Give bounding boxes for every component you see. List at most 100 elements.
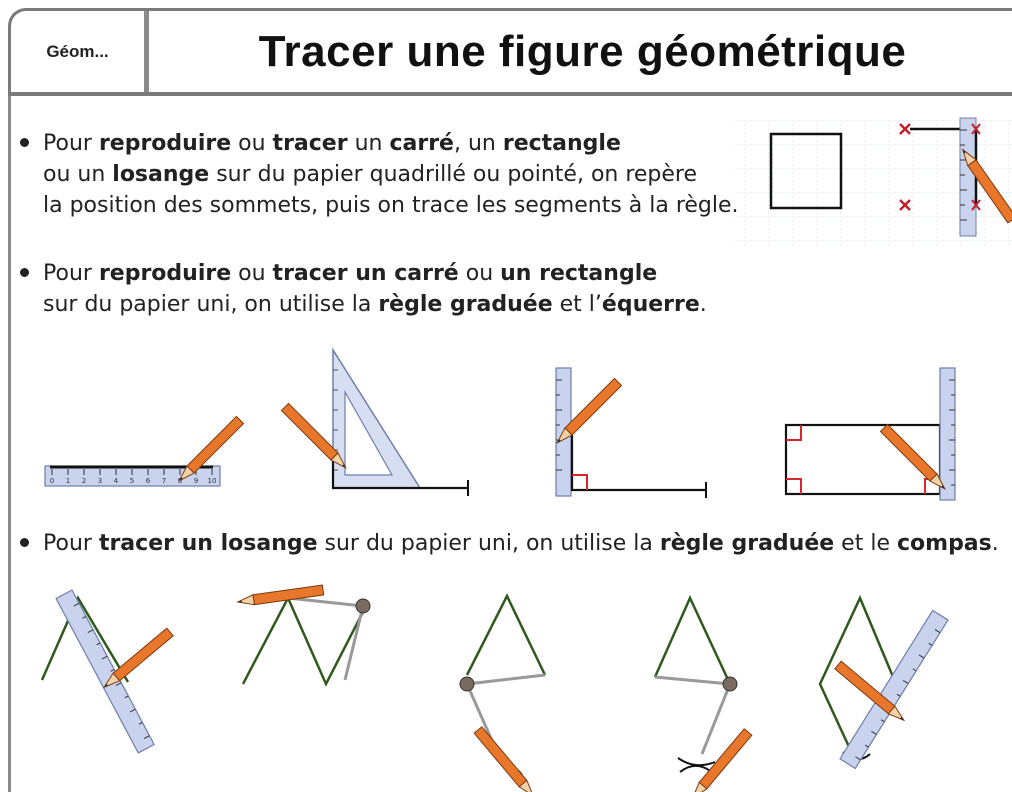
drawn-segment <box>241 595 368 687</box>
text-bold: règle graduée <box>378 292 553 317</box>
cross-mark-icon <box>971 199 981 211</box>
ruler-tick-label: 7 <box>162 477 166 485</box>
text-bold: reproduire <box>98 131 232 156</box>
text-bold: carré <box>389 131 454 156</box>
bullet-line: Pour reproduire ou tracer un carré ou un… <box>20 258 707 289</box>
text-bold: compas <box>896 531 992 556</box>
bullet-dot-icon <box>20 137 29 147</box>
text: . <box>991 531 999 556</box>
rectangle-step <box>784 367 956 501</box>
pencil-icon <box>473 726 538 792</box>
drawn-segment <box>40 595 130 683</box>
ruler-icon <box>839 609 949 770</box>
pencil-icon <box>688 728 753 792</box>
ruler-tick-label: 4 <box>114 477 119 485</box>
text: . <box>699 292 707 317</box>
text: sur du papier uni, on utilise la <box>43 292 379 317</box>
ruler-tick-label: 10 <box>208 477 217 485</box>
ruler-tick-label: 9 <box>194 477 198 485</box>
left-margin-rule <box>8 96 11 792</box>
compass-hinge-icon <box>459 676 475 692</box>
compass-hinge-icon <box>355 598 371 614</box>
compass-hinge-icon <box>722 676 738 692</box>
bullet-plain-paper-square: Pour reproduire ou tracer un carré ou un… <box>20 258 707 320</box>
text: ou <box>231 131 273 156</box>
text: la position des sommets, puis on trace l… <box>43 193 739 218</box>
rhombus-step-1 <box>40 589 174 754</box>
square-shape <box>769 132 843 210</box>
cross-mark-icon <box>899 199 911 211</box>
compass-leg <box>343 605 365 681</box>
text: et le <box>834 531 897 556</box>
compass-leg <box>287 596 364 608</box>
text: Pour <box>43 261 99 286</box>
drawn-segment <box>653 594 732 685</box>
text-bold: tracer un losange <box>98 531 318 556</box>
text: Pour <box>43 131 99 156</box>
ruler-tick-label: 3 <box>98 477 102 485</box>
bullet-rhombus: Pour tracer un losange sur du papier uni… <box>20 528 999 559</box>
cross-mark-icon <box>971 123 981 135</box>
grid-paper-illustration <box>735 117 1012 248</box>
text: sur du papier quadrillé ou pointé, on re… <box>209 162 698 187</box>
set-square-step <box>280 347 469 496</box>
page-title: Tracer une figure géométrique <box>153 11 1012 92</box>
cross-mark-icon <box>899 123 911 135</box>
right-angle-step <box>553 367 707 498</box>
compass-leg <box>700 683 732 755</box>
bullet-line: sur du papier uni, on utilise la règle g… <box>20 289 707 320</box>
bullet-dot-icon <box>20 537 29 547</box>
text-bold: reproduire <box>98 261 232 286</box>
text-bold: losange <box>112 162 210 187</box>
bullet-dot-icon <box>20 267 29 277</box>
right-angle-mark-icon <box>572 474 588 490</box>
text: , un <box>453 131 503 156</box>
text-bold: rectangle <box>502 131 621 156</box>
ruler-tick-label: 6 <box>146 477 151 485</box>
text: ou un <box>43 162 113 187</box>
ruler-icon <box>939 367 956 501</box>
rhombus-step-5 <box>818 594 949 770</box>
text: ou <box>231 261 273 286</box>
ruler-icon <box>959 117 977 237</box>
rhombus-step-2 <box>236 584 371 687</box>
bullet-paper-grid: Pour reproduire ou tracer un carré, un r… <box>20 128 739 221</box>
pencil-icon <box>236 584 325 608</box>
ruler-tick-label: 8 <box>178 477 182 485</box>
text-bold: tracer <box>272 131 348 156</box>
rhombus-step-3 <box>459 593 547 792</box>
section-tab[interactable]: Géom... <box>11 11 149 92</box>
text: et l’ <box>552 292 602 317</box>
bullet-line: ou un losange sur du papier quadrillé ou… <box>20 159 739 190</box>
text: un <box>347 131 390 156</box>
rhombus-step-4 <box>653 594 753 792</box>
header-bar: Géom... Tracer une figure géométrique <box>8 8 1012 96</box>
ruler-tick-label: 5 <box>130 477 134 485</box>
compass-leg <box>654 675 731 686</box>
page-title-text: Tracer une figure géométrique <box>258 26 907 76</box>
right-angle-mark-icon <box>786 425 802 441</box>
text: sur du papier uni, on utilise la <box>317 531 660 556</box>
text-bold: équerre <box>601 292 700 317</box>
ruler-tick-label: 2 <box>82 477 86 485</box>
bullet-line: la position des sommets, puis on trace l… <box>20 190 739 221</box>
section-tab-label: Géom... <box>46 41 109 61</box>
text: ou <box>458 261 501 286</box>
ruler-icon <box>55 589 155 754</box>
pencil-icon <box>100 627 174 692</box>
text-bold: un rectangle <box>500 261 658 286</box>
right-angle-mark-icon <box>786 478 802 494</box>
drawn-segment <box>465 593 547 676</box>
text: Pour <box>43 531 99 556</box>
ruler-step-1: 0 1 2 3 4 5 6 7 8 9 10 <box>44 415 245 487</box>
text-bold: tracer un carré <box>272 261 459 286</box>
ruler-tick-label: 0 <box>50 477 54 485</box>
bullet-line: Pour tracer un losange sur du papier uni… <box>20 528 999 559</box>
text-bold: règle graduée <box>659 531 835 556</box>
pencil-icon <box>879 423 949 493</box>
compass-leg <box>466 673 546 686</box>
bullet-line: Pour reproduire ou tracer un carré, un r… <box>20 128 739 159</box>
ruler-tick-label: 1 <box>66 477 70 485</box>
